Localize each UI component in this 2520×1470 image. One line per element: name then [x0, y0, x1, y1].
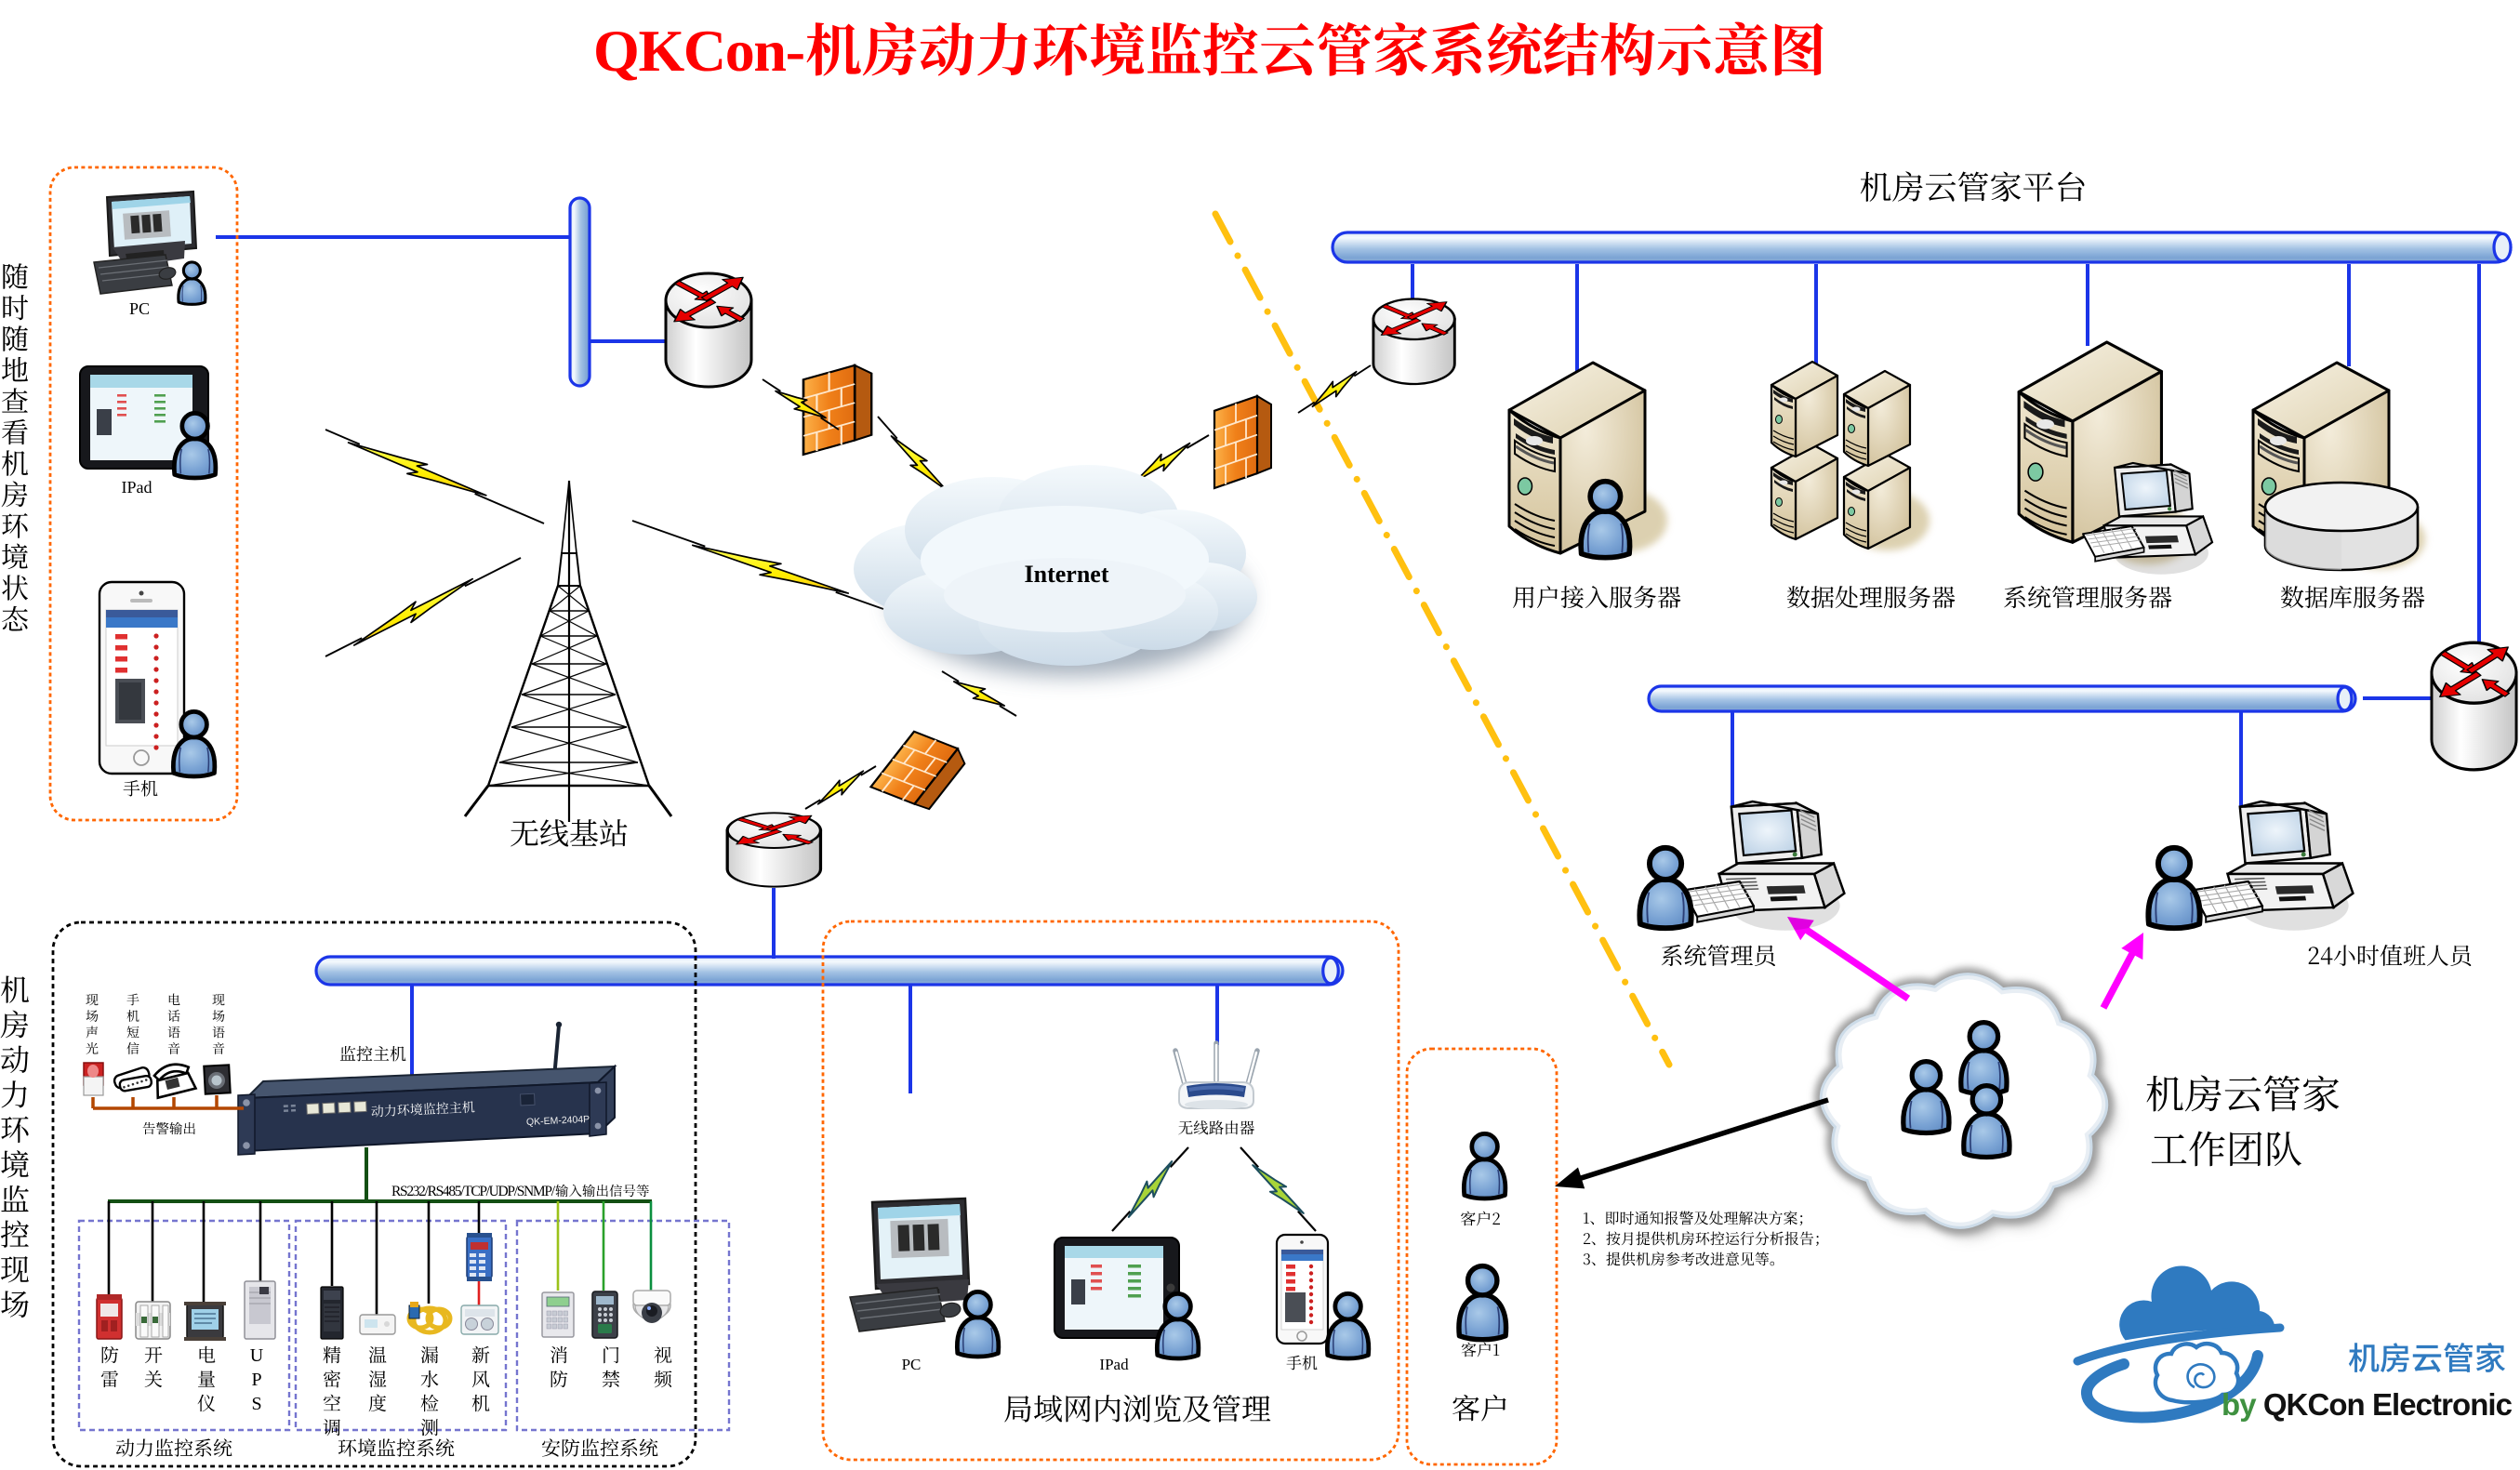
svg-text:U: U: [250, 1345, 264, 1366]
svg-text:P: P: [251, 1370, 261, 1390]
svg-text:IPad: IPad: [122, 478, 153, 497]
svg-text:IPad: IPad: [1099, 1356, 1129, 1373]
svg-text:PC: PC: [902, 1356, 922, 1373]
svg-text:PC: PC: [129, 299, 150, 318]
svg-text:S: S: [251, 1394, 261, 1414]
svg-text:QKCon-: QKCon-: [593, 18, 805, 84]
svg-text:by QKCon Electronic: by QKCon Electronic: [2222, 1387, 2513, 1422]
svg-text:QK-EM-2404P: QK-EM-2404P: [526, 1114, 590, 1128]
svg-text:Internet: Internet: [1025, 561, 1109, 588]
svg-text:RS232/RS485/TCP/UDP/SNMP/: RS232/RS485/TCP/UDP/SNMP/: [391, 1184, 556, 1199]
